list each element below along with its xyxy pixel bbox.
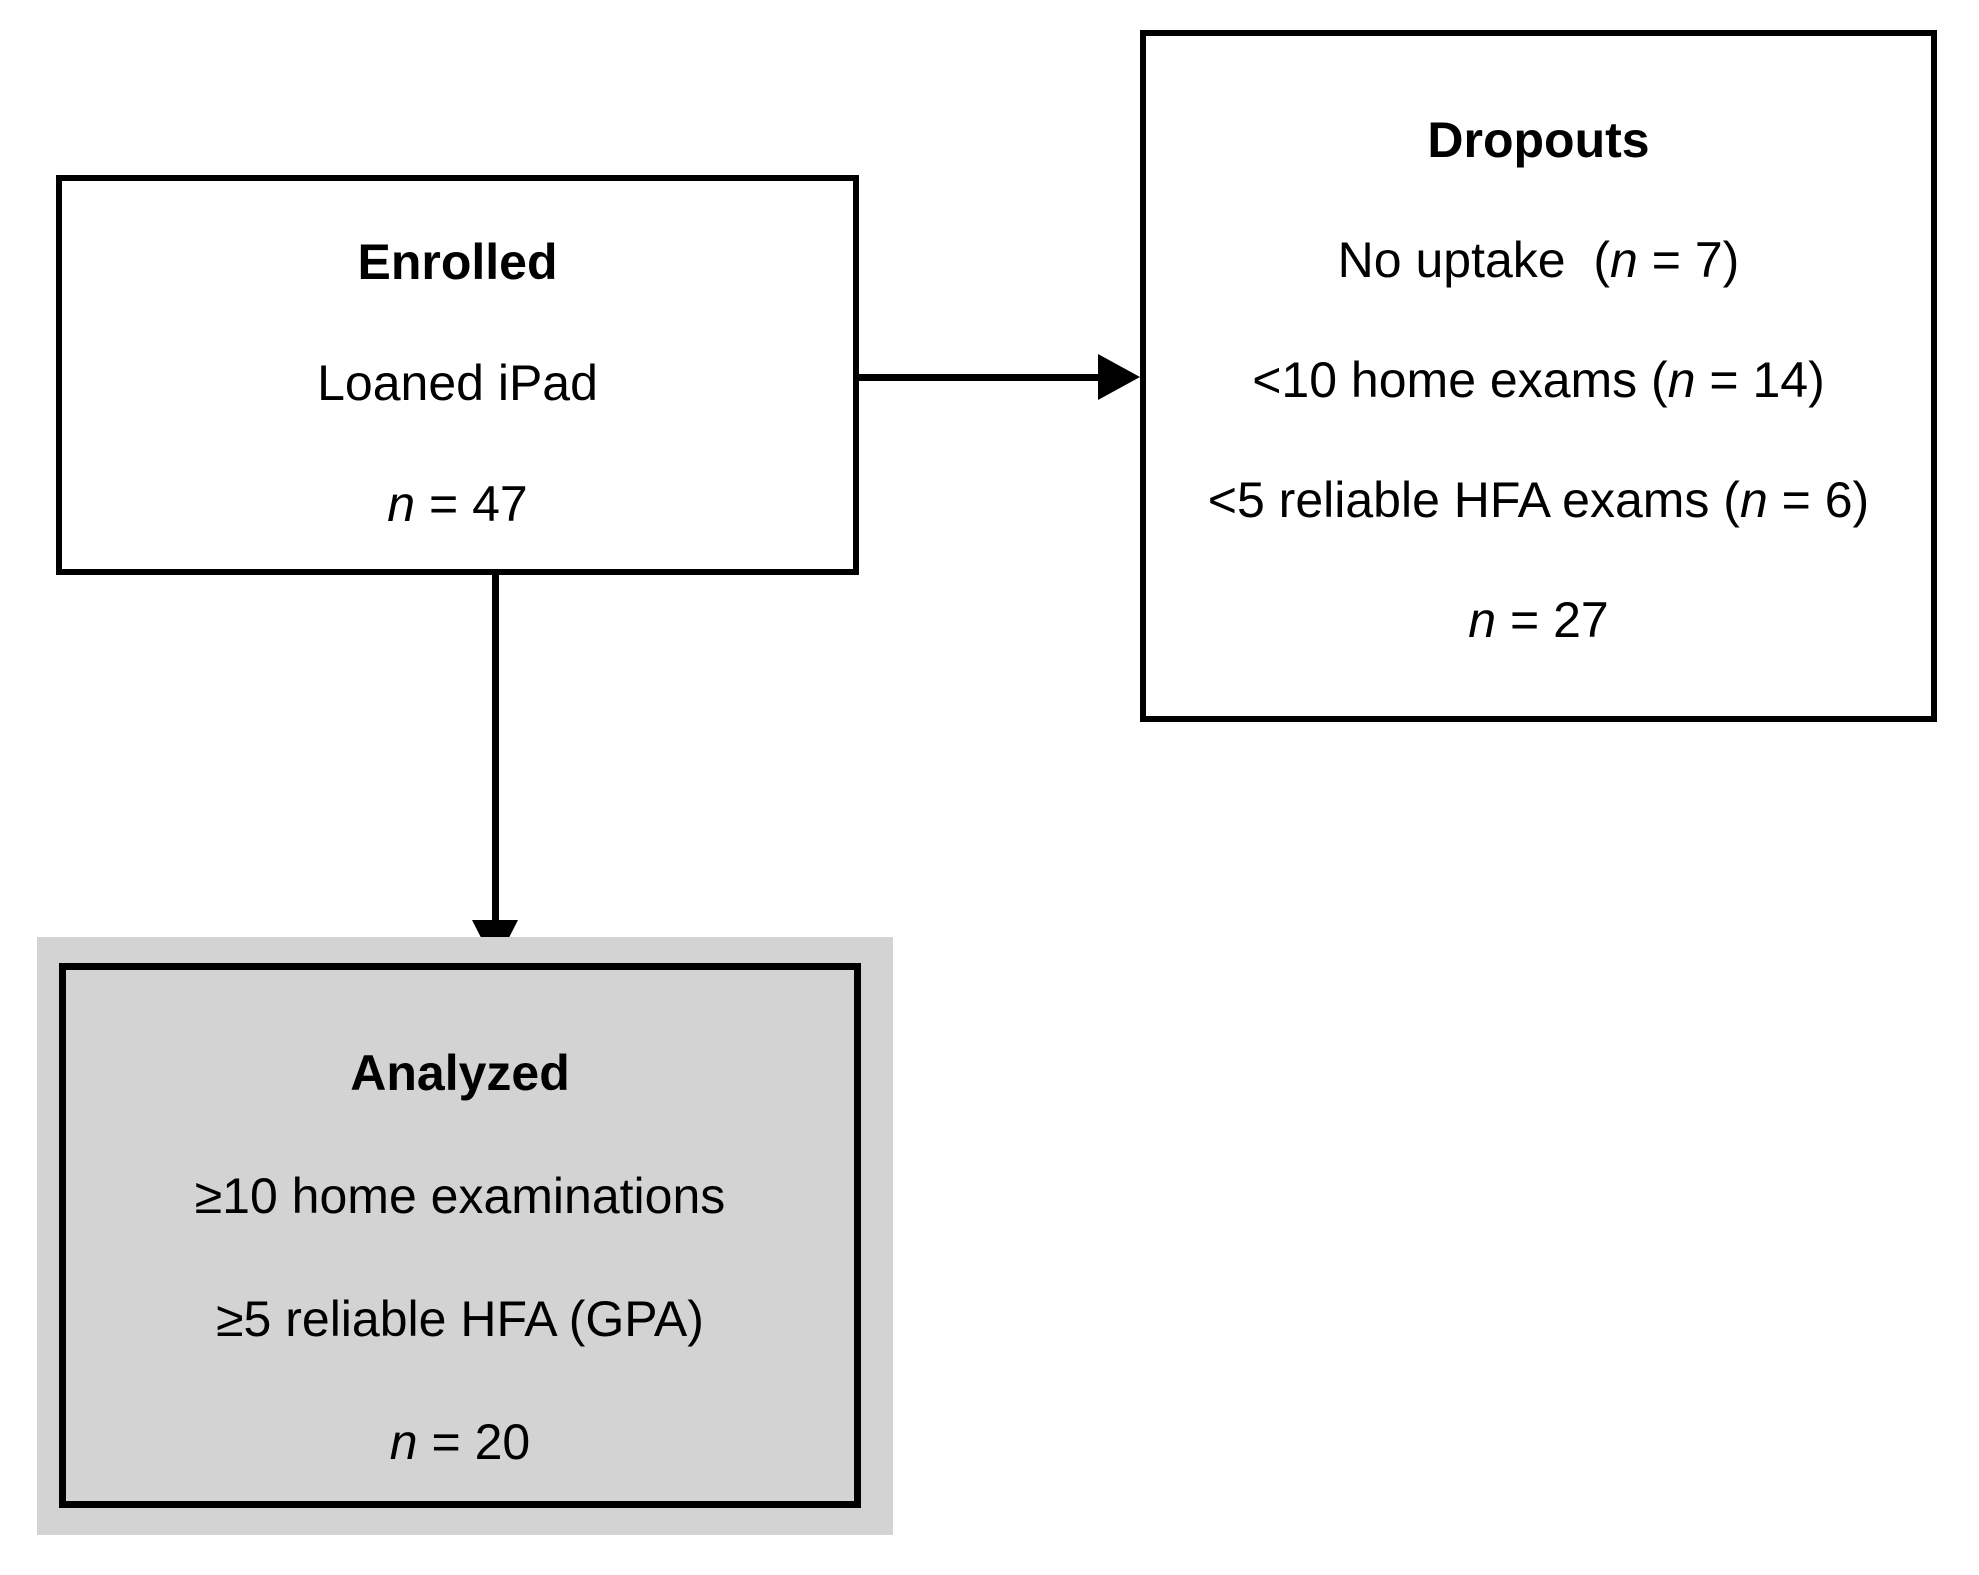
n-symbol: n <box>1667 352 1696 408</box>
analyzed-box-line: ≥10 home examinations <box>194 1168 726 1224</box>
dropouts-item: <10 home exams (n = 14) <box>1252 353 1825 408</box>
item-text: No uptake ( <box>1337 232 1611 288</box>
dropouts-item: <5 reliable HFA exams (n = 6) <box>1208 473 1869 528</box>
arrow-shaft <box>859 374 1104 381</box>
enrolled-box-title: Enrolled <box>357 234 558 290</box>
n-symbol: n <box>1739 472 1768 528</box>
dropouts-item: No uptake (n = 7) <box>1338 233 1740 288</box>
arrow-shaft <box>492 575 499 925</box>
n-value: = 7) <box>1637 232 1740 288</box>
analyzed-box-line: ≥5 reliable HFA (GPA) <box>216 1291 704 1347</box>
n-value: = 14) <box>1695 352 1825 408</box>
enrolled-box-line: Loaned iPad <box>317 355 598 411</box>
n-value: = 20 <box>417 1414 531 1470</box>
n-symbol: n <box>389 1414 418 1470</box>
dropouts-box-title: Dropouts <box>1427 112 1650 168</box>
n-value: = 27 <box>1496 592 1609 648</box>
n-symbol: n <box>1468 592 1497 648</box>
n-symbol: n <box>1610 232 1638 288</box>
item-text: <5 reliable HFA exams ( <box>1207 472 1740 528</box>
n-value: = 47 <box>415 476 528 532</box>
dropouts-count-line: n = 27 <box>1468 593 1608 648</box>
analyzed-box: Analyzed ≥10 home examinations ≥5 reliab… <box>59 963 861 1508</box>
analyzed-count-line: n = 20 <box>390 1415 530 1470</box>
enrolled-count-line: n = 47 <box>387 477 527 532</box>
item-text: <10 home exams ( <box>1252 352 1668 408</box>
n-value: = 6) <box>1767 472 1870 528</box>
arrow-head-right-icon <box>1098 354 1140 400</box>
n-symbol: n <box>387 476 416 532</box>
dropouts-box: Dropouts No uptake (n = 7) <10 home exam… <box>1140 30 1937 722</box>
enrolled-box: Enrolled Loaned iPad n = 47 <box>56 175 859 575</box>
analyzed-box-title: Analyzed <box>350 1045 570 1101</box>
